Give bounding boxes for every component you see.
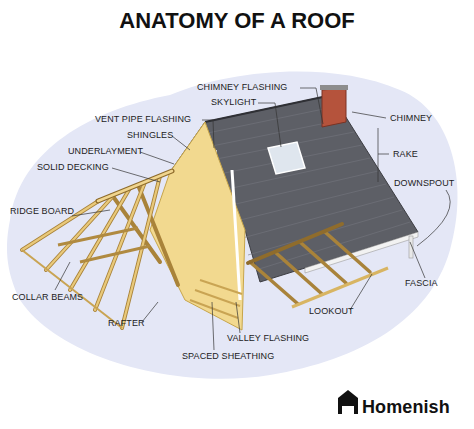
roof-ridge <box>205 95 332 122</box>
part-label: SOLID DECKING <box>37 162 109 173</box>
gable-ridge <box>248 224 342 263</box>
title: ANATOMY OF A ROOF <box>0 8 474 34</box>
eave-plate <box>22 250 122 328</box>
lookout-board <box>292 268 388 307</box>
ridge-board <box>98 171 172 201</box>
part-label: SHINGLES <box>127 130 173 141</box>
valley-flashing <box>232 170 240 300</box>
part-label: UNDERLAYMENT <box>68 146 143 157</box>
rafter-faces <box>22 176 160 328</box>
part-label: SPACED SHEATHING <box>182 351 274 362</box>
part-label: SKYLIGHT <box>211 97 256 108</box>
part-label: RIDGE BOARD <box>10 206 74 217</box>
logo-house <box>338 390 358 414</box>
part-label: LOOKOUT <box>309 306 354 317</box>
part-label: RAKE <box>393 149 418 160</box>
part-label: DOWNSPOUT <box>394 178 454 189</box>
gutter <box>305 232 418 273</box>
part-label: COLLAR BEAMS <box>12 292 83 303</box>
part-label: VENT PIPE FLASHING <box>95 114 191 125</box>
part-label: CHIMNEY FLASHING <box>197 82 287 93</box>
leader-lines <box>55 88 450 350</box>
watercolor-ground <box>7 71 458 378</box>
part-label: CHIMNEY <box>390 113 432 124</box>
chimney <box>322 88 346 127</box>
watermark: Homenish <box>362 396 450 418</box>
chimney-cap <box>320 85 348 90</box>
gable-rafters <box>250 232 370 304</box>
part-label: FASCIA <box>405 278 438 289</box>
underlayment <box>150 122 245 330</box>
spaced-sheathing <box>190 280 242 318</box>
skylight <box>268 142 305 174</box>
part-label: VALLEY FLASHING <box>227 333 309 344</box>
part-label: RAFTER <box>108 318 145 329</box>
collar-beams <box>58 228 150 262</box>
